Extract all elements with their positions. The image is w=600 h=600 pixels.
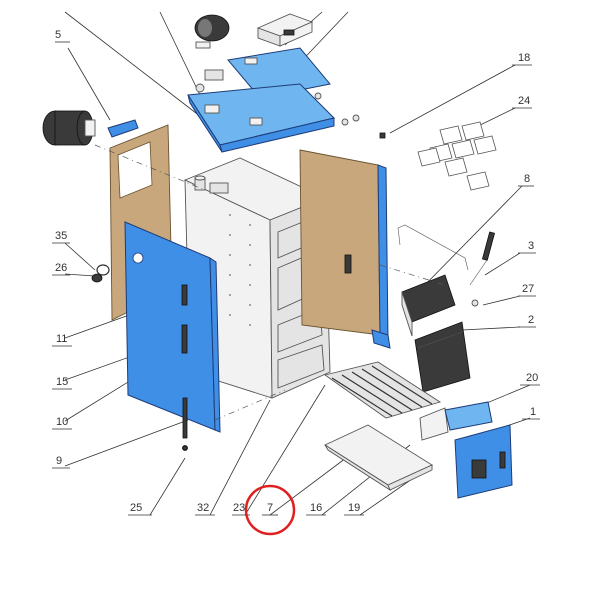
grate-plate bbox=[414, 321, 471, 393]
label-9: 9 bbox=[56, 455, 62, 467]
label-18: 18 bbox=[518, 52, 530, 64]
burner-cylinder bbox=[42, 110, 96, 146]
label-25: 25 bbox=[130, 502, 142, 514]
highlight-circle bbox=[244, 484, 296, 536]
label-20: 20 bbox=[526, 372, 538, 384]
blue-small-plate bbox=[444, 401, 493, 431]
label-5: 5 bbox=[55, 29, 61, 41]
right-insulation-panel bbox=[299, 149, 391, 349]
label-26: 26 bbox=[55, 262, 67, 274]
label-19: 19 bbox=[348, 502, 360, 514]
insulation-tiles bbox=[417, 121, 497, 191]
small-fittings-left bbox=[91, 264, 110, 283]
label-35: 35 bbox=[55, 230, 67, 242]
part-labels: 5 18 24 8 35 26 3 27 2 11 15 10 20 1 9 2… bbox=[52, 29, 540, 516]
label-27: 27 bbox=[522, 283, 534, 295]
label-10: 10 bbox=[56, 416, 68, 428]
ash-pan bbox=[324, 424, 433, 492]
label-24: 24 bbox=[518, 95, 530, 107]
label-2: 2 bbox=[528, 314, 534, 326]
label-8: 8 bbox=[524, 173, 530, 185]
screw-25 bbox=[182, 445, 188, 451]
blue-bracket bbox=[107, 119, 139, 138]
label-23: 23 bbox=[233, 502, 245, 514]
label-15: 15 bbox=[56, 376, 68, 388]
controller-box bbox=[256, 13, 314, 47]
label-11: 11 bbox=[56, 333, 67, 345]
label-3: 3 bbox=[528, 240, 534, 252]
grate-bars bbox=[323, 361, 449, 441]
label-1: 1 bbox=[530, 406, 536, 418]
small-clip bbox=[379, 132, 386, 139]
ash-door bbox=[454, 424, 513, 499]
label-16: 16 bbox=[310, 502, 322, 514]
front-door-panel bbox=[124, 221, 221, 451]
label-32: 32 bbox=[197, 502, 209, 514]
label-7: 7 bbox=[267, 502, 273, 514]
blower-fan bbox=[194, 14, 230, 49]
top-cover-plates bbox=[187, 47, 360, 153]
center-lines bbox=[94, 144, 446, 421]
lever-assembly bbox=[397, 224, 496, 286]
dark-control-box bbox=[401, 274, 479, 337]
